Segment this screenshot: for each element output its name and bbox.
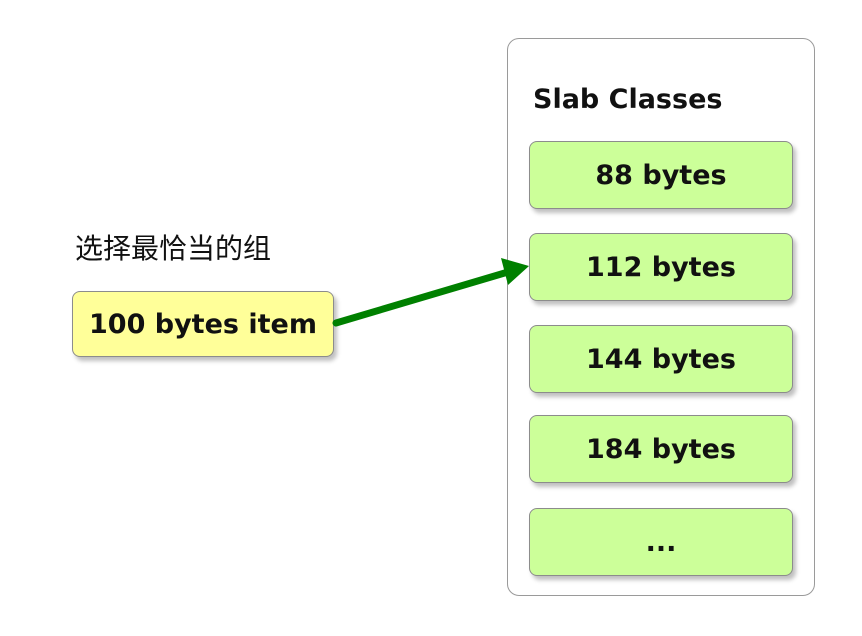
slab-class-more: ...	[529, 508, 793, 576]
selection-caption: 选择最恰当的组	[75, 232, 272, 265]
slab-class-88: 88 bytes	[529, 141, 793, 209]
slab-class-112: 112 bytes	[529, 233, 793, 301]
slab-class-label: 184 bytes	[586, 433, 736, 465]
slab-class-label: 144 bytes	[586, 343, 736, 375]
slab-class-184: 184 bytes	[529, 415, 793, 483]
slab-classes-panel	[507, 38, 815, 596]
item-label: 100 bytes item	[89, 308, 317, 340]
slab-class-144: 144 bytes	[529, 325, 793, 393]
slab-class-label: 88 bytes	[595, 159, 727, 191]
slab-class-label: ...	[645, 526, 677, 558]
slab-classes-title: Slab Classes	[533, 84, 723, 115]
selection-arrow	[332, 268, 512, 327]
slab-class-label: 112 bytes	[586, 251, 736, 283]
item-box: 100 bytes item	[72, 291, 334, 357]
